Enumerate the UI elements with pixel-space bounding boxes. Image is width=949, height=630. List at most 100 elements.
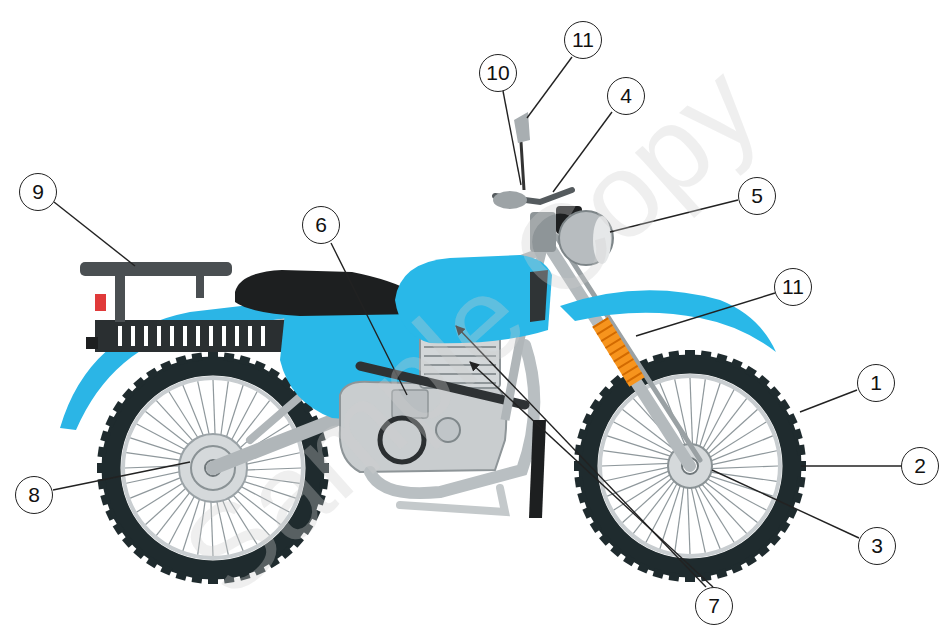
tire-knob [133, 546, 146, 559]
spoke [697, 478, 747, 533]
tire-knob [730, 358, 742, 369]
headlight [559, 211, 613, 265]
tire-knob [267, 556, 280, 568]
spoke [603, 466, 676, 482]
tire-knob [768, 533, 781, 546]
rack-support [115, 274, 125, 322]
spoke [695, 379, 705, 453]
callout-number: 5 [738, 177, 776, 215]
spoke [660, 478, 683, 549]
spoke [692, 480, 720, 549]
tire-knob [610, 375, 623, 388]
tire-knob [792, 492, 802, 504]
tire-knob [757, 375, 770, 388]
tire-knob [669, 572, 680, 581]
fuel-tank [395, 255, 552, 343]
box-slot [235, 326, 239, 346]
callout-number: 11 [774, 268, 812, 306]
steering-head [530, 212, 556, 252]
tire-knob [267, 368, 280, 380]
tire-knob [796, 476, 805, 487]
spoke [702, 409, 757, 459]
callout-number: 3 [858, 527, 896, 565]
leader-lines [53, 57, 901, 587]
kickstand [529, 420, 546, 518]
spoke [704, 436, 773, 464]
tire-knob [623, 554, 636, 566]
leader-line [527, 57, 572, 118]
tire-knob [590, 399, 602, 412]
callout-number: 1 [857, 364, 895, 402]
front-fender [560, 290, 776, 352]
tire-knob [700, 350, 711, 359]
tire-knob [319, 447, 328, 458]
tire-knob [599, 533, 612, 546]
tire-knob [291, 535, 304, 548]
spoke [602, 463, 676, 466]
spoke [687, 480, 690, 554]
spoke [690, 480, 706, 553]
leader-line [801, 465, 901, 466]
leader-line [331, 243, 407, 395]
tire-knob [599, 386, 612, 399]
tire-knob [192, 352, 203, 361]
tire-knob [239, 570, 251, 580]
tire-knob [669, 350, 680, 359]
swingarm [213, 420, 335, 468]
headlight-lens [593, 216, 611, 264]
luggage-rack [80, 262, 232, 276]
tire-knob [778, 520, 790, 533]
tire-knob [637, 562, 649, 573]
leader-line [800, 390, 857, 412]
tire-knob [653, 568, 665, 578]
tire-knob [768, 386, 781, 399]
tire-knob [253, 564, 265, 575]
box-slot [170, 326, 174, 346]
cylinder-fin [424, 346, 496, 348]
hand-grip [493, 191, 527, 209]
tire-knob [730, 562, 742, 573]
tire-knob [757, 544, 770, 557]
tire-knob [319, 478, 328, 489]
tire-knob [100, 494, 110, 506]
tire-knob [160, 360, 172, 371]
luggage-box [95, 320, 285, 352]
rack-support [196, 274, 204, 298]
spoke [603, 451, 677, 461]
tire-knob [122, 535, 135, 548]
tire-knob [97, 463, 105, 473]
tire-knob [716, 353, 728, 363]
tire-knob [146, 556, 159, 568]
tire-knob [582, 413, 593, 425]
tire-knob [223, 574, 234, 583]
fork-gaiter [600, 322, 637, 382]
watermark-text: Sample Copy [156, 38, 784, 623]
tire-knob [208, 576, 218, 584]
callout-number: 10 [479, 54, 517, 92]
tire-knob [796, 445, 805, 456]
tire-knob [321, 463, 329, 473]
box-slot [222, 326, 226, 346]
spoke [623, 473, 678, 523]
tank-window [530, 270, 548, 322]
cylinder-fin [424, 364, 496, 366]
bumper [86, 337, 98, 349]
callout-number: 6 [302, 206, 340, 244]
tire-knob [315, 494, 325, 506]
box-slot [131, 326, 135, 346]
tire-knob [122, 388, 135, 401]
spoke [675, 479, 685, 553]
callout-number: 2 [901, 447, 939, 485]
callout-number: 8 [15, 476, 53, 514]
tire-knob [582, 506, 593, 518]
tire-knob [105, 415, 116, 427]
tire-knob [146, 368, 159, 380]
tire-knob [223, 352, 234, 361]
box-slot [196, 326, 200, 346]
tire-knob [208, 352, 218, 360]
tire-knob [309, 508, 320, 520]
carburettor [392, 390, 428, 418]
leader-line [53, 462, 190, 490]
front-fork [556, 236, 700, 460]
box-slot [261, 326, 265, 346]
